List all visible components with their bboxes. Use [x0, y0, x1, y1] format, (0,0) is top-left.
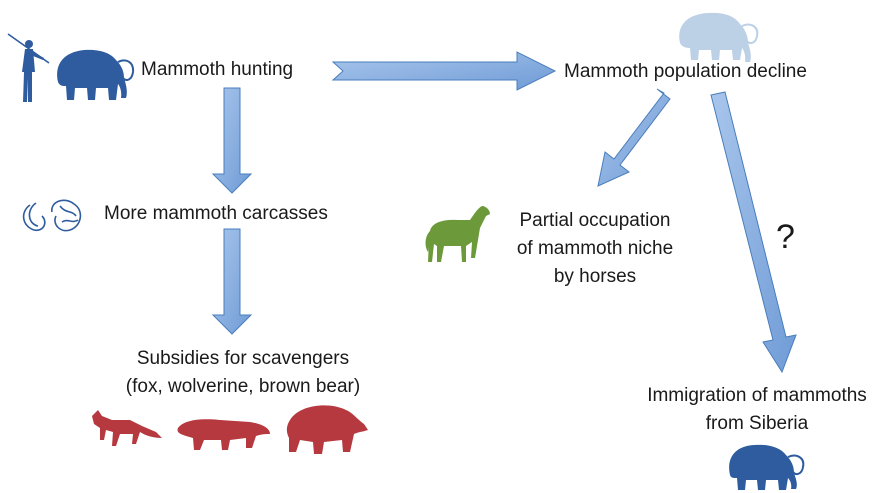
node-scavengers: Subsidies for scavengers (fox, wolverine… — [98, 345, 388, 401]
scavengers-line-2: (fox, wolverine, brown bear) — [98, 373, 388, 401]
horses-line-3: by horses — [495, 263, 695, 291]
uncertainty-question-mark: ? — [776, 218, 795, 257]
faded-mammoth-icon — [679, 13, 757, 62]
arrow-decline-to-horses — [598, 89, 670, 186]
horses-line-1: Partial occupation — [495, 207, 695, 235]
horse-icon — [426, 206, 490, 262]
fox-icon — [92, 410, 162, 446]
hunter-with-spear-icon — [8, 34, 49, 102]
brown-bear-icon — [287, 405, 368, 454]
node-mammoth-hunting: Mammoth hunting — [141, 56, 293, 84]
arrow-hunting-to-carcasses — [213, 88, 251, 193]
node-more-carcasses: More mammoth carcasses — [104, 200, 328, 228]
node-population-decline: Mammoth population decline — [564, 58, 807, 86]
immigration-line-2: from Siberia — [626, 410, 888, 438]
arrow-hunting-to-decline — [333, 52, 555, 90]
immigration-line-1: Immigration of mammoths — [626, 382, 888, 410]
node-horses: Partial occupation of mammoth niche by h… — [495, 207, 695, 291]
mammoth-carcass-icon — [24, 200, 81, 230]
node-immigration: Immigration of mammoths from Siberia — [626, 382, 888, 438]
mammoth-icon — [57, 50, 133, 100]
wolverine-icon — [177, 419, 270, 450]
horses-line-2: of mammoth niche — [495, 235, 695, 263]
mammoth-immigration-icon — [729, 445, 803, 490]
arrow-carcasses-to-scavengers — [213, 229, 251, 334]
scavengers-line-1: Subsidies for scavengers — [98, 345, 388, 373]
